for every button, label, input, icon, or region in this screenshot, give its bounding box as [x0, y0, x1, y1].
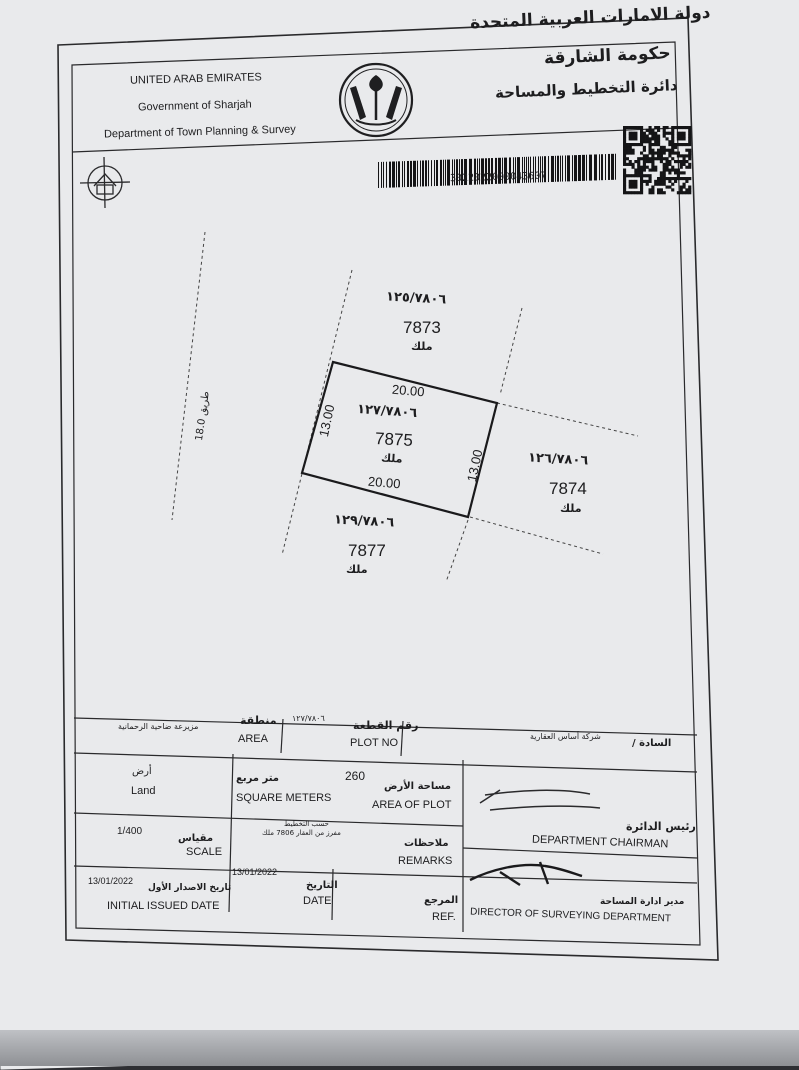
plot-no-label-ar: رقم القطعة [353, 719, 419, 732]
plot-north-number: 7873 [403, 318, 441, 337]
plot-east-number: 7874 [549, 479, 587, 498]
header-divider [71, 127, 679, 153]
plot-south-number: 7877 [348, 541, 386, 560]
remarks-value-2: مفرز من العقار 7806 ملك [262, 829, 341, 837]
paper-bottom-edge [0, 1030, 799, 1066]
plot-subject-number: 7875 [374, 429, 414, 450]
inner-frame [71, 41, 701, 946]
plot-east-ref: ١٢٦/٧٨٠٦ [527, 450, 589, 469]
initial-date-value: 13/01/2022 [88, 876, 134, 886]
outer-frame [57, 17, 719, 961]
qr-code-icon [623, 126, 692, 195]
plot-line-south [445, 519, 469, 583]
director-label-ar: مدير ادارة المساحة [600, 897, 685, 907]
land-type-ar: أرض [132, 766, 152, 777]
initial-date-label-en: INITIAL ISSUED DATE [107, 900, 220, 912]
date-label-en: DATE [303, 895, 332, 907]
land-type-en: Land [131, 785, 156, 797]
date-value: 13/01/2022 [232, 867, 278, 877]
ref-label-ar: المرجع [424, 895, 459, 906]
remarks-label-ar: ملاحظات [404, 838, 449, 849]
chairman-signature [479, 789, 601, 811]
road-edge-east [281, 269, 353, 556]
plot-no-value: ١٢٧/٧٨٠٦ [292, 714, 325, 723]
road-edge-west [171, 231, 206, 521]
date-label-ar: التاريخ [306, 880, 338, 891]
plot-line-east [496, 402, 639, 437]
area-value: مزيرعة ضاحية الرحمانية [118, 722, 199, 731]
owner-label: السادة / [632, 738, 672, 749]
plot-south-type: ملك [346, 563, 368, 576]
plot-south-ref: ١٢٩/٧٨٠٦ [333, 512, 395, 531]
plot-north-ref: ١٢٥/٧٨٠٦ [385, 289, 447, 308]
dim-top: 20.00 [391, 381, 426, 400]
dim-bottom: 20.00 [367, 473, 402, 492]
chairman-label-ar: رئيس الدائرة [626, 820, 696, 833]
remarks-value-1: حسب التخطيط [284, 820, 329, 828]
barcode-icon [378, 153, 616, 188]
plot-east-type: ملك [560, 502, 582, 515]
area-label-en: AREA [238, 733, 268, 745]
form-table-lines [73, 717, 698, 932]
sq-m-ar: متر مربع [236, 773, 279, 784]
scale-label-en: SCALE [186, 846, 223, 858]
plot-no-label-en: PLOT NO [350, 737, 399, 749]
scale-value: 1/400 [117, 826, 143, 837]
sq-m-en: SQUARE METERS [236, 792, 332, 804]
plot-subject-type: ملك [380, 451, 403, 466]
remarks-label-en: REMARKS [398, 855, 453, 867]
area-label-ar: منطقة [240, 714, 277, 727]
area-of-plot-label-ar: مساحة الأرض [384, 781, 451, 792]
sharjah-emblem-icon [338, 62, 414, 138]
director-signature [469, 861, 583, 887]
plot-line-se [469, 516, 604, 555]
scale-label-ar: مقياس [178, 833, 214, 844]
north-arrow-icon [79, 156, 131, 209]
plot-north-type: ملك [411, 340, 433, 353]
area-of-plot-value: 260 [345, 769, 366, 783]
initial-date-label-ar: تاريخ الاصدار الأول [148, 883, 232, 893]
area-of-plot-label-en: AREA OF PLOT [372, 799, 452, 811]
owner-value: شركة أساس العقارية [530, 732, 601, 741]
ref-label-en: REF. [432, 911, 456, 923]
subject-plot-outline [300, 360, 499, 519]
plot-line-ne [499, 307, 523, 396]
